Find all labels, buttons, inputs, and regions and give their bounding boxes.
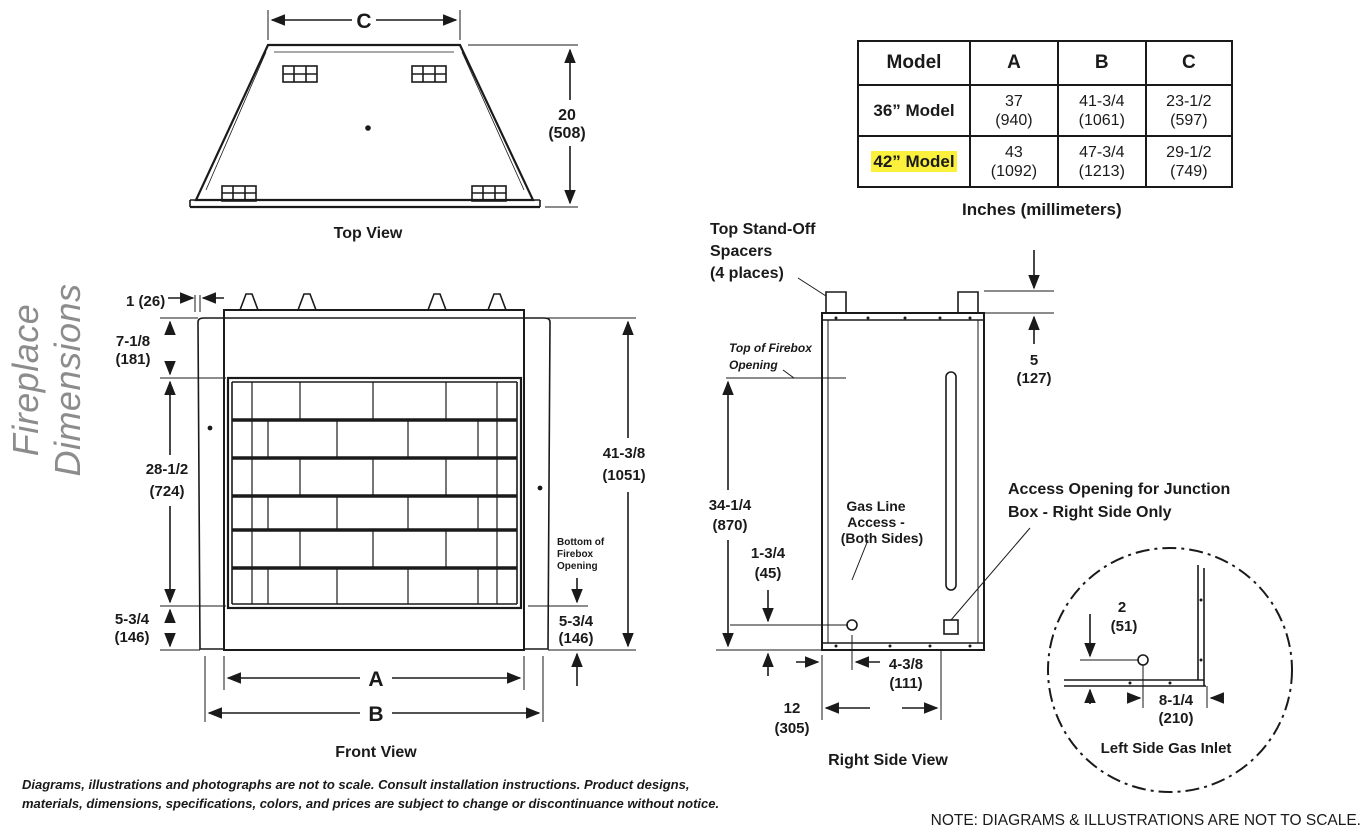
bottom-note-1: Bottom of [557, 537, 605, 548]
firebox-top-line-2: Opening [729, 358, 778, 372]
table-header-a: A [969, 40, 1059, 86]
side-d5-mm: (127) [1016, 370, 1051, 387]
value-cell-b: 41-3/4(1061) [1056, 84, 1147, 137]
table-header-model: Model [857, 40, 971, 86]
value-cell-a: 37(940) [969, 84, 1059, 137]
top-view-title: Top View [334, 225, 403, 242]
side-d12-mm: (305) [774, 720, 809, 737]
side-d438: 4-3/8 [889, 656, 923, 673]
side-d134-mm: (45) [755, 565, 782, 582]
gas-line-1: Gas Line [846, 498, 905, 514]
inlet-d814: 8-1/4 [1159, 692, 1194, 709]
top-view-drawing [189, 10, 578, 209]
disclaimer: Diagrams, illustrations and photographs … [22, 777, 720, 811]
firebox-top-line-1: Top of Firebox [729, 341, 813, 355]
side-view-title: Right Side View [828, 752, 948, 769]
table-header-c: C [1144, 40, 1234, 86]
side-view-drawing [716, 250, 1054, 720]
front-d4: 5-3/4 [115, 611, 150, 628]
highlight-marker: 42” Model [871, 151, 957, 172]
inlet-d2-mm: (51) [1111, 618, 1138, 635]
front-d3: 28-1/2 [146, 461, 189, 478]
front-d2: 7-1/8 [116, 333, 150, 350]
standoff-line-3: (4 places) [710, 265, 784, 282]
model-cell: 36” Model [857, 84, 971, 137]
front-d5: 41-3/8 [603, 445, 646, 462]
table-row: 42” Model 43(1092) 47-3/4(1213) 29-1/2(7… [857, 135, 1234, 188]
dimensions-table: Model A B C 36” Model 37(940) 41-3/4(106… [857, 40, 1234, 188]
gas-line-2: Access - [847, 514, 905, 530]
access-line-1: Access Opening for Junction [1008, 481, 1230, 498]
scale-note: NOTE: DIAGRAMS & ILLUSTRATIONS ARE NOT T… [930, 812, 1361, 829]
table-header-row: Model A B C [857, 40, 1234, 86]
inlet-d814-mm: (210) [1158, 710, 1193, 727]
front-view-title: Front View [335, 744, 417, 761]
bottom-note-2: Firebox [557, 549, 594, 560]
side-d34: 34-1/4 [709, 497, 752, 514]
front-a-label: A [368, 668, 383, 691]
front-d6: 5-3/4 [559, 613, 594, 630]
front-b-label: B [368, 703, 383, 726]
side-d5: 5 [1030, 352, 1038, 369]
side-d34-mm: (870) [712, 517, 747, 534]
front-d1: 1 (26) [126, 293, 165, 310]
front-d5-mm: (1051) [602, 467, 645, 484]
standoff-line-1: Top Stand-Off [710, 221, 816, 238]
gas-line-3: (Both Sides) [841, 530, 923, 546]
front-d2-mm: (181) [115, 351, 150, 368]
model-cell: 42” Model [857, 135, 971, 188]
side-d438-mm: (111) [889, 675, 922, 692]
front-d6-mm: (146) [558, 630, 593, 647]
access-line-2: Box - Right Side Only [1008, 504, 1172, 521]
top-view-depth: 20 [558, 107, 576, 124]
inlet-detail-drawing [1047, 547, 1293, 793]
inlet-d2: 2 [1118, 599, 1126, 616]
table-header-b: B [1056, 40, 1147, 86]
table-caption: Inches (millimeters) [962, 200, 1122, 219]
standoff-line-2: Spacers [710, 243, 772, 260]
inlet-view-title: Left Side Gas Inlet [1101, 740, 1232, 757]
bottom-note-3: Opening [557, 561, 598, 572]
value-cell-c: 23-1/2(597) [1144, 84, 1234, 137]
front-d4-mm: (146) [114, 629, 149, 646]
front-view-drawing [160, 292, 636, 722]
front-d3-mm: (724) [149, 483, 184, 500]
side-d134: 1-3/4 [751, 545, 786, 562]
table-row: 36” Model 37(940) 41-3/4(1061) 23-1/2(59… [857, 84, 1234, 137]
top-view-depth-mm: (508) [548, 125, 585, 142]
value-cell-b: 47-3/4(1213) [1056, 135, 1147, 188]
side-d12: 12 [784, 700, 801, 717]
value-cell-a: 43(1092) [969, 135, 1059, 188]
value-cell-c: 29-1/2(749) [1144, 135, 1234, 188]
top-view-c-label: C [356, 10, 371, 33]
